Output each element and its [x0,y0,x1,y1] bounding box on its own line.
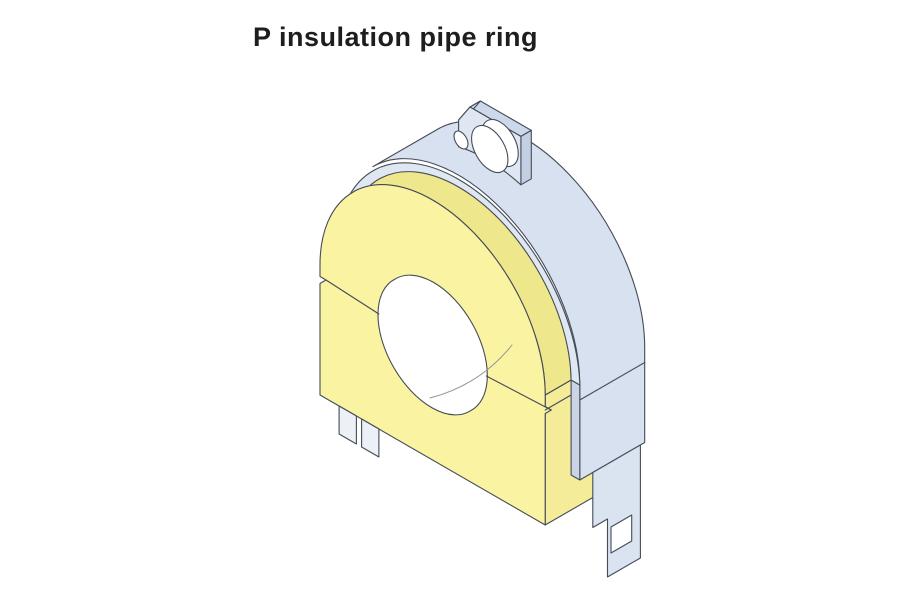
page-title: P insulation pipe ring [253,22,539,52]
split-line-right [485,375,552,411]
insulation-front-face [319,184,552,526]
clamp-band-split-line [579,361,646,401]
mounting-tab-side-edge [520,129,532,186]
split-line-side [544,394,572,411]
pipe-bore-depth-line [429,344,513,399]
clamp-band-front-edge [570,379,581,481]
clamp-band-front-ring [336,162,581,386]
clamp-band-strap [592,444,641,578]
hook-tab-2 [361,418,380,458]
mounting-tab-rivet [453,130,469,150]
strap-slot [610,514,633,554]
split-line-left [325,279,380,315]
hook-tab-1 [338,405,357,445]
mounting-tab-hole [471,124,509,174]
mounting-tab [453,100,532,186]
